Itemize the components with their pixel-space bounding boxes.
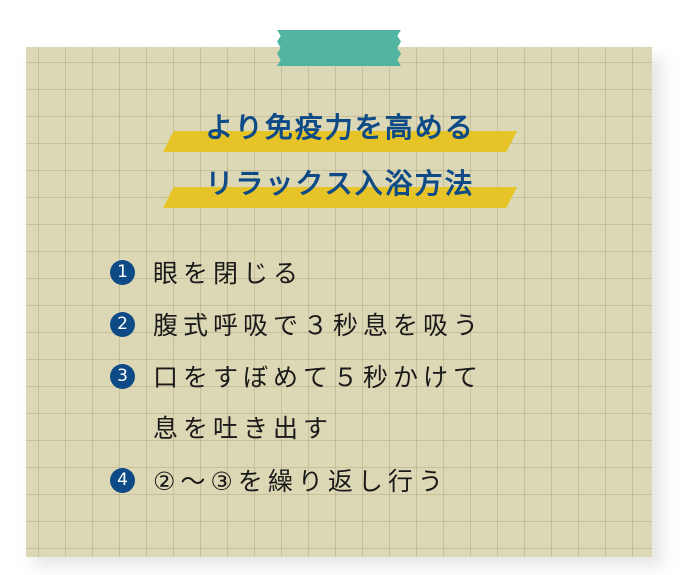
title-highlight-2 <box>163 187 517 208</box>
step-number-badge: 2 <box>110 311 135 337</box>
title-highlight-1 <box>163 131 517 152</box>
washi-tape <box>277 30 401 66</box>
step-item-1: 1 眼を閉じる <box>110 252 303 292</box>
step-item-4: 4 ②〜③を繰り返し行う <box>110 460 448 500</box>
title-line-2: リラックス入浴方法 <box>205 167 475 200</box>
step-number-badge: 3 <box>110 363 135 389</box>
step-number-badge: 1 <box>110 259 135 285</box>
step-text: 腹式呼吸で３秒息を吸う <box>153 311 484 340</box>
step-item-3: 3 口をすぼめて５秒かけて <box>110 356 483 396</box>
step-item-3-continuation: 息を吐き出す <box>153 407 333 447</box>
step-text: 口をすぼめて５秒かけて <box>153 363 484 392</box>
title-line-1: より免疫力を高める <box>205 111 475 144</box>
step-text: ②〜③を繰り返し行う <box>153 467 448 496</box>
step-text: 眼を閉じる <box>153 259 304 288</box>
step-number-badge: 4 <box>110 467 135 493</box>
step-text-continuation: 息を吐き出す <box>153 414 334 443</box>
step-item-2: 2 腹式呼吸で３秒息を吸う <box>110 304 483 344</box>
